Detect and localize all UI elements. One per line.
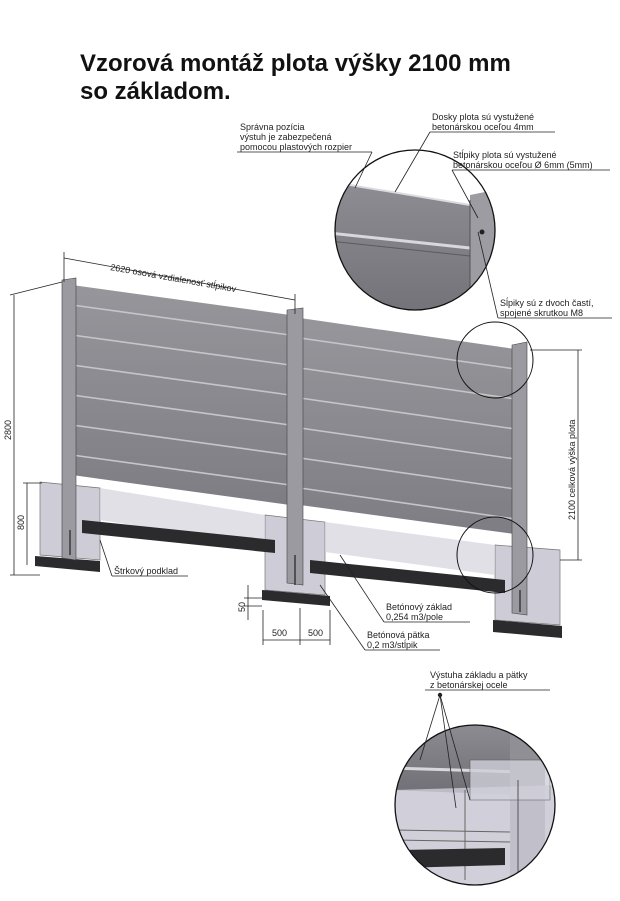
- plate-left-front: [35, 556, 100, 572]
- dim-width-a: 500: [272, 628, 287, 638]
- callout-base-line1: Betónový základ: [386, 602, 452, 612]
- dim-fence-height: 2100 celková výška plota: [567, 419, 577, 520]
- callout-gravel: Štrkový podklad: [114, 566, 178, 576]
- title-line-1: Vzorová montáž plota výšky 2100 mm: [80, 50, 511, 77]
- callout-twopart-line2: spojené skrutkou M8: [500, 308, 583, 318]
- callout-rebar-line2: z betonárskej ocele: [430, 680, 508, 690]
- dim-total-height: 2800: [3, 420, 13, 440]
- detail-marker-bottom: [456, 516, 534, 594]
- callout-spacer-line3: pomocou plastových rozpier: [240, 142, 352, 152]
- callout-spacer-line2: výstuh je zabezpečená: [240, 132, 332, 142]
- dim-spacing: 2620 osová vzdialenosť stĺpikov: [110, 261, 238, 294]
- panel-board-lines: [71, 304, 523, 521]
- callout-posts-line1: Stĺpiky plota sú vystužené: [453, 149, 557, 160]
- callout-base-line2: 0,254 m3/pole: [386, 612, 443, 622]
- dim-base-height: 800: [16, 515, 26, 530]
- callout-spacer-line1: Správna pozícia: [240, 122, 305, 132]
- callout-boards-line2: betonárskou oceľou 4mm: [432, 122, 534, 132]
- plate-middle-front: [262, 590, 330, 606]
- detail-marker-top: [456, 321, 534, 399]
- leader-lines: [99, 131, 612, 809]
- fence-panel-left: [72, 285, 290, 505]
- callout-twopart-line1: Sĺpiky sú z dvoch častí,: [500, 297, 594, 308]
- plate-gravel-left: [82, 520, 275, 553]
- dimension-lines: [9, 252, 582, 645]
- callout-posts-line2: betonárskou oceľou Ø 6mm (5mm): [453, 160, 593, 170]
- callout-rebar-line1: Výstuha základu a pätky: [430, 670, 528, 680]
- title-line-2: so základom.: [80, 78, 231, 105]
- plate-right-front: [493, 620, 562, 638]
- fence-main: [35, 277, 562, 638]
- callout-footing-line2: 0,2 m3/stĺpik: [367, 639, 418, 650]
- concrete-base-right: [494, 544, 561, 626]
- post-left: [61, 277, 77, 561]
- dim-width-b: 500: [308, 628, 323, 638]
- dim-gap: 50: [237, 602, 247, 612]
- callout-boards-line1: Dosky plota sú vystužené: [432, 112, 534, 122]
- post-right: [511, 341, 528, 616]
- callout-texts: Správna pozícia výstuh je zabezpečená po…: [114, 112, 594, 690]
- detail-circle-bottom: [394, 724, 556, 886]
- plate-gravel-right: [310, 560, 505, 593]
- post-middle: [286, 307, 304, 586]
- callout-footing-line1: Betónová pätka: [367, 630, 430, 640]
- fence-panel-right: [300, 318, 522, 535]
- page-title: Vzorová montáž plota výšky 2100 mm so zá…: [80, 50, 600, 106]
